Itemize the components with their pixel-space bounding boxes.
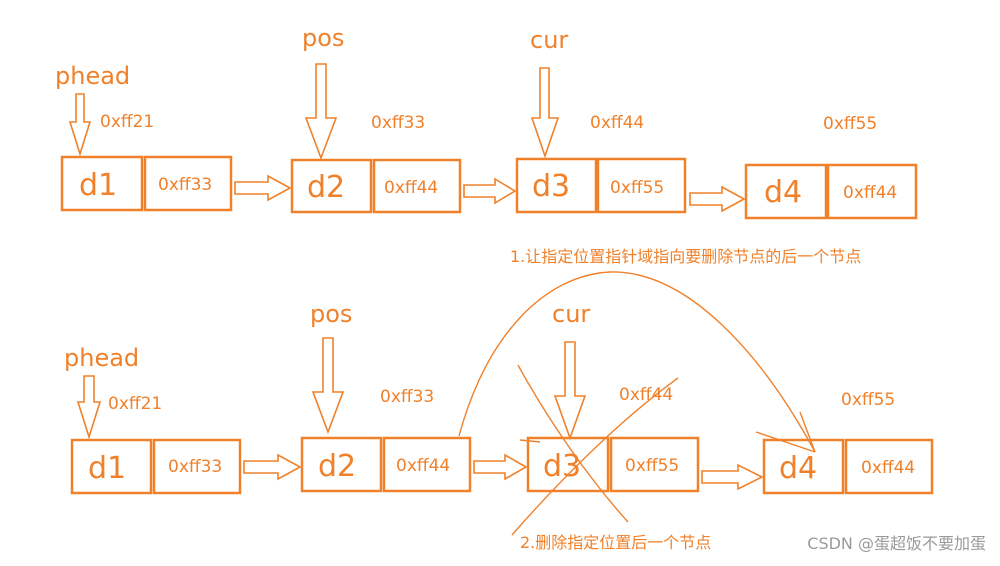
delete-cross-mark <box>511 377 679 536</box>
step-1-caption: 1.让指定位置指针域指向要删除节点的后一个节点 <box>510 247 861 266</box>
node-1-data: d1 <box>88 451 126 486</box>
node-4: d4 0xff44 <box>762 438 934 495</box>
phead-arrow <box>68 93 92 157</box>
link-arrow-1-2 <box>243 453 302 481</box>
node-1-address: 0xff21 <box>108 394 162 414</box>
node-3: d3 0xff55 <box>526 436 700 493</box>
node-3-address: 0xff44 <box>590 113 644 133</box>
step-2-caption: 2.删除指定位置后一个节点 <box>520 533 711 552</box>
node-1: d1 0xff33 <box>60 155 233 212</box>
node-2-next-cell <box>372 158 462 214</box>
node-4-next: 0xff44 <box>843 183 897 203</box>
node-1-data-cell <box>60 155 144 212</box>
node-1-data: d1 <box>79 168 117 203</box>
node-2-next-cell <box>382 436 472 493</box>
node-4-address: 0xff55 <box>823 114 877 134</box>
node-2-data: d2 <box>307 170 345 205</box>
node-3-next-cell <box>609 436 700 493</box>
node-2-next: 0xff44 <box>396 456 450 476</box>
node-3: d3 0xff55 <box>515 157 687 214</box>
link-arrow-3-4 <box>701 463 764 491</box>
node-4-next: 0xff44 <box>861 458 915 478</box>
node-1-next: 0xff33 <box>168 457 222 477</box>
skip-link-curve <box>458 271 816 453</box>
node-3-next: 0xff55 <box>610 178 664 198</box>
node-1: d1 0xff33 <box>70 438 242 495</box>
node-3-next: 0xff55 <box>625 456 679 476</box>
bottom-diagram: phead pos cur 0xff21 0xff33 0xff44 0xff5… <box>64 271 934 552</box>
cur-arrow <box>553 341 587 441</box>
node-2: d2 0xff44 <box>290 158 462 214</box>
node-3-next-cell <box>596 157 687 214</box>
node-2-address: 0xff33 <box>371 113 425 133</box>
link-arrow-1-2 <box>234 174 292 202</box>
node-3-data: d3 <box>532 169 570 204</box>
node-4-data: d4 <box>779 451 817 486</box>
link-arrow-2-3 <box>463 177 517 205</box>
node-3-data-cell <box>515 157 598 214</box>
delete-cross-mark <box>517 364 629 523</box>
node-3-address: 0xff44 <box>619 385 673 405</box>
phead-label: phead <box>55 62 130 90</box>
phead-label: phead <box>64 344 139 372</box>
delete-cross-mark <box>519 439 541 443</box>
node-4-data: d4 <box>764 175 802 210</box>
node-4-next-cell <box>826 163 918 220</box>
node-1-next-cell <box>143 155 233 212</box>
node-3-data-cell <box>526 436 610 493</box>
top-diagram: phead pos cur 0xff21 0xff33 0xff44 0xff5… <box>55 24 918 266</box>
pos-arrow <box>311 337 345 435</box>
node-1-address: 0xff21 <box>100 112 154 132</box>
node-1-data-cell <box>70 438 153 495</box>
cur-arrow <box>530 67 560 159</box>
node-4: d4 0xff44 <box>744 163 918 220</box>
node-4-address: 0xff55 <box>841 390 895 410</box>
phead-arrow <box>76 375 102 440</box>
cur-label: cur <box>530 26 568 54</box>
node-2-data-cell <box>290 158 373 214</box>
watermark: CSDN @蛋超饭不要加蛋 <box>807 534 986 553</box>
node-2: d2 0xff44 <box>300 436 472 493</box>
link-arrow-2-3 <box>473 453 528 481</box>
node-2-data: d2 <box>318 449 356 484</box>
link-arrow-3-4 <box>689 185 746 213</box>
node-4-data-cell <box>762 438 845 495</box>
node-1-next: 0xff33 <box>158 175 212 195</box>
node-1-next-cell <box>152 438 242 495</box>
pos-label: pos <box>302 24 344 52</box>
skip-link-arrowhead <box>755 411 816 453</box>
cur-label: cur <box>552 300 590 328</box>
pos-label: pos <box>310 300 352 328</box>
pos-arrow <box>304 63 338 161</box>
node-2-data-cell <box>300 436 383 493</box>
node-2-next: 0xff44 <box>384 178 438 198</box>
node-2-address: 0xff33 <box>380 387 434 407</box>
node-4-data-cell <box>744 163 828 220</box>
node-4-next-cell <box>844 438 934 495</box>
